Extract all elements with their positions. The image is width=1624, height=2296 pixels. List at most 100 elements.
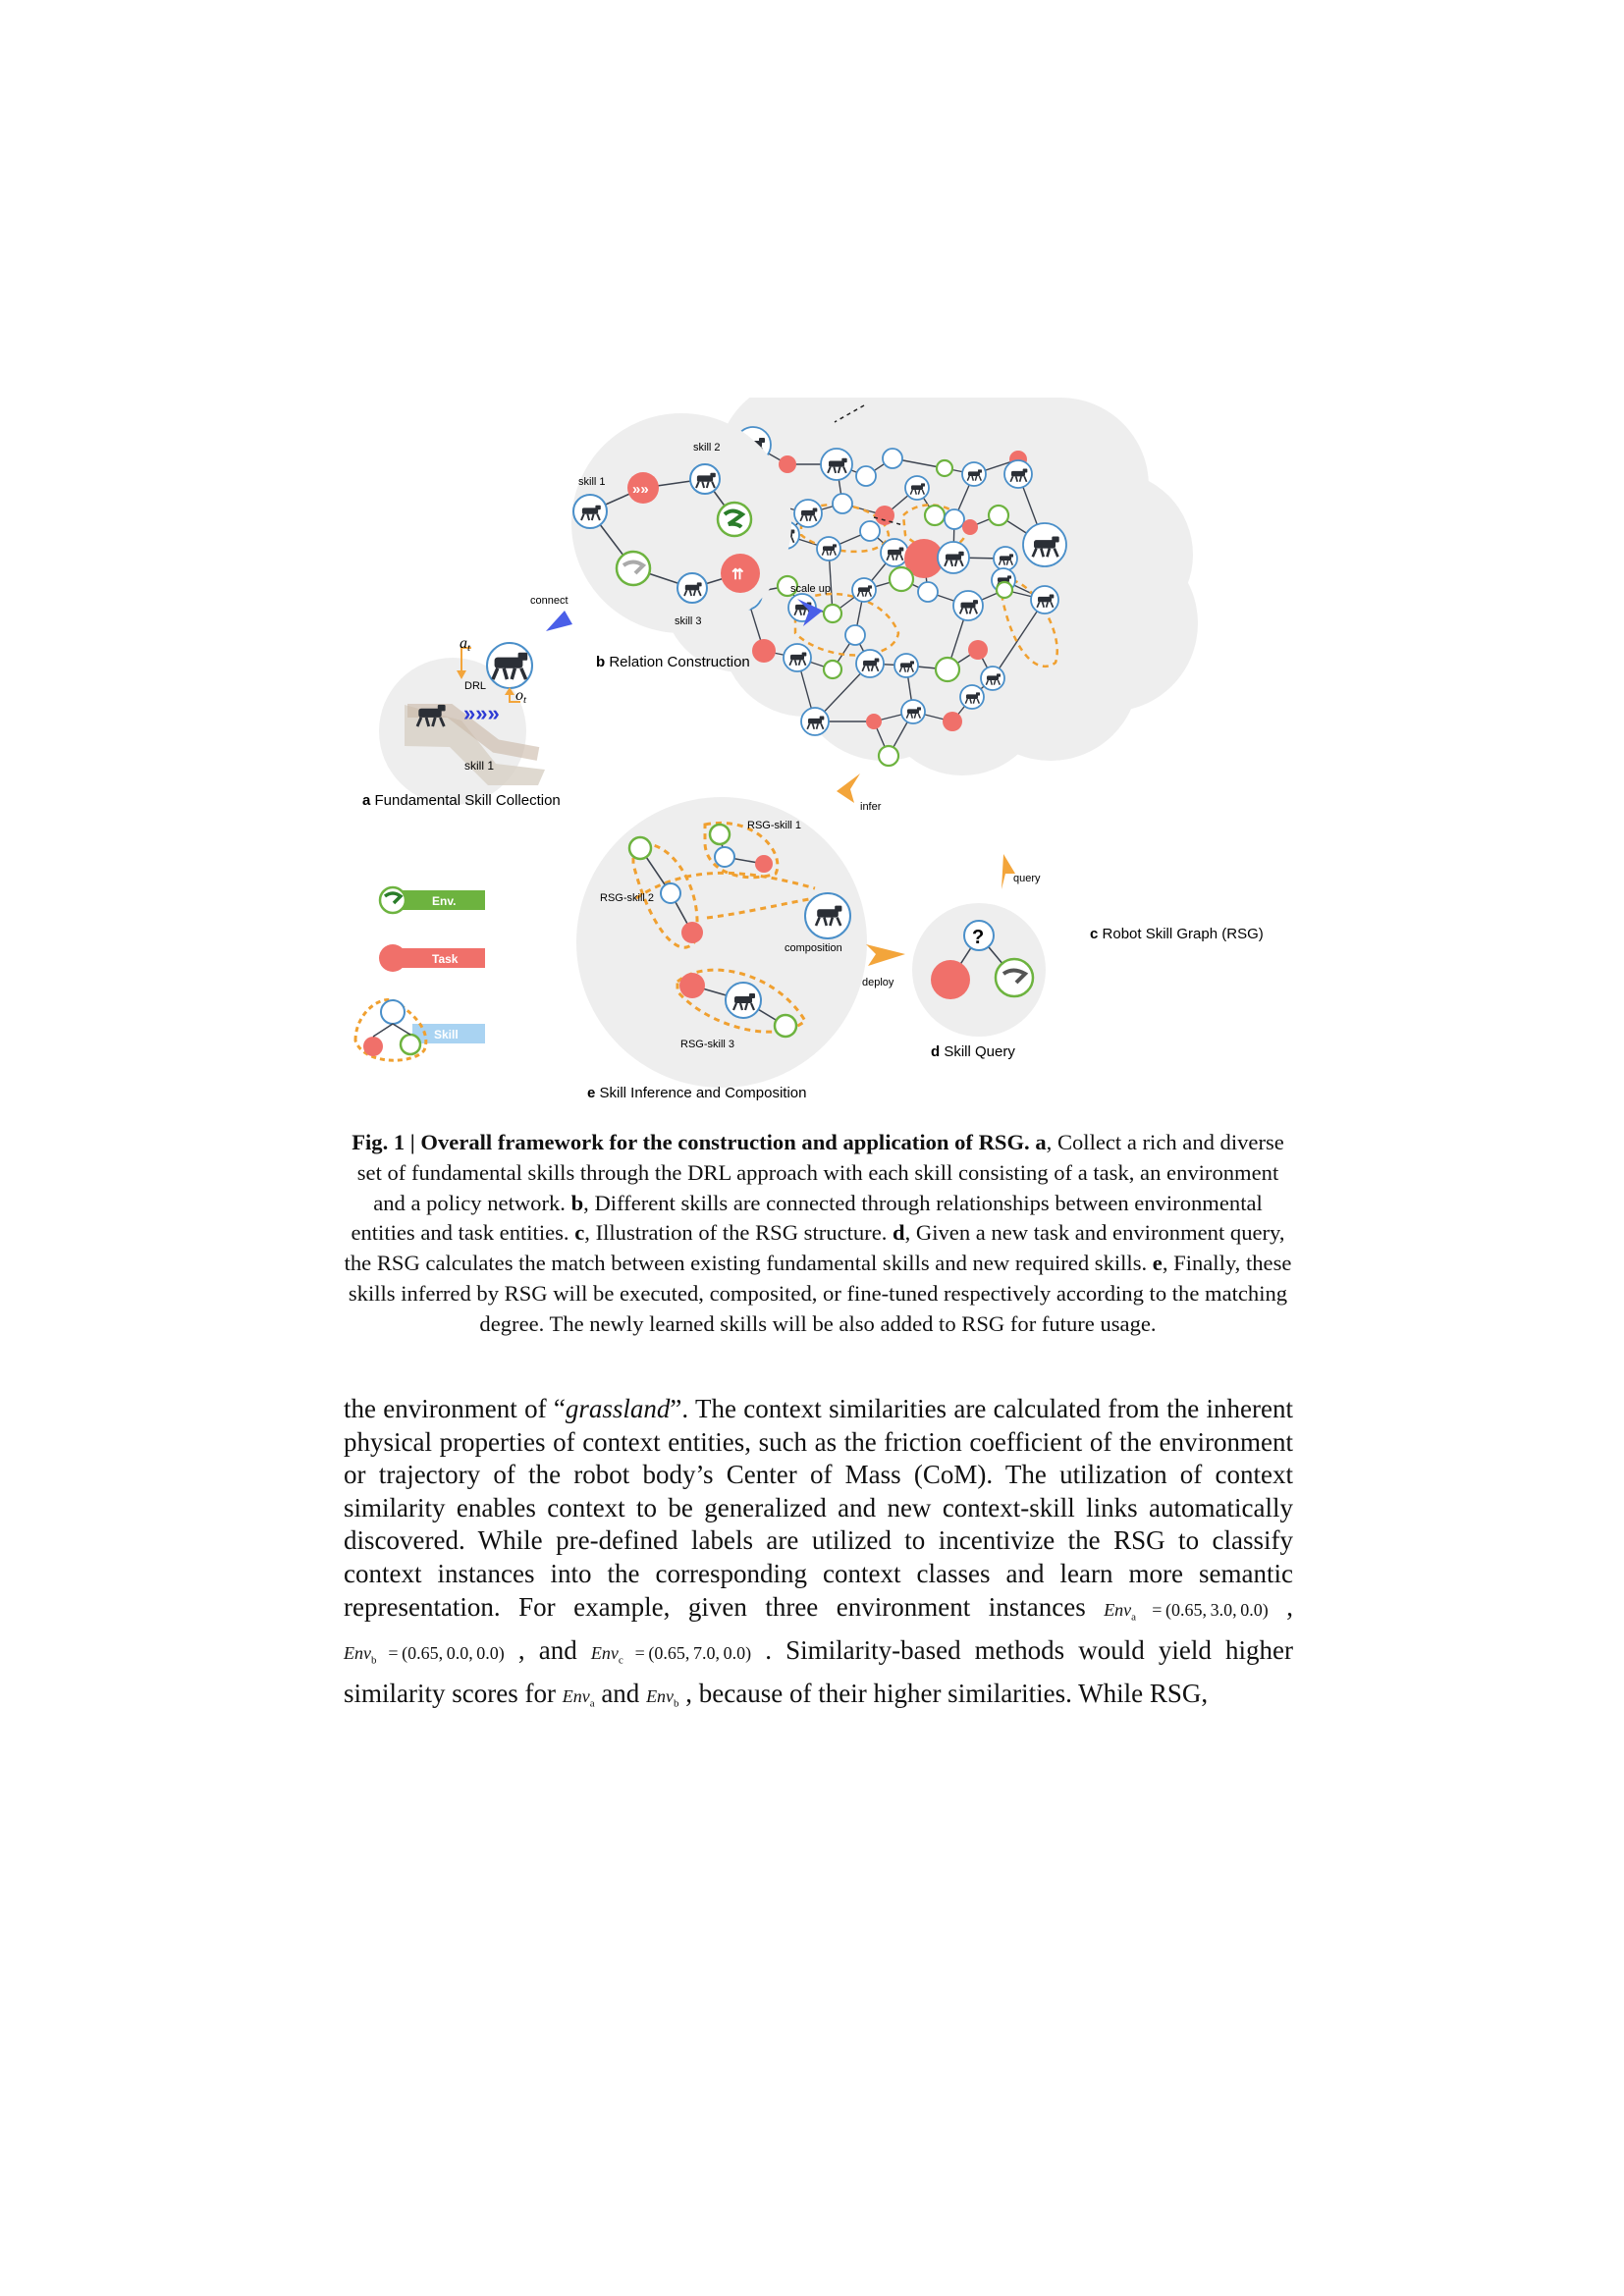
- env-node: [987, 504, 1010, 527]
- legend: Env. Task Skill: [353, 885, 485, 1062]
- skill-node: [844, 624, 866, 646]
- env-node: [776, 574, 799, 598]
- env-node: [615, 550, 652, 587]
- drl-label: DRL: [464, 680, 486, 692]
- body-paragraph: the environment of “grassland”. The cont…: [344, 1393, 1293, 1721]
- env-node: [995, 580, 1014, 600]
- infer-arrow: [837, 774, 860, 803]
- skill-node: [944, 508, 965, 530]
- caption-tag-c: c: [574, 1220, 585, 1246]
- figure-caption: Fig. 1 | Overall framework for the const…: [344, 1128, 1292, 1340]
- env-node: [627, 835, 653, 861]
- skill-cluster-outline: [793, 592, 900, 657]
- graph-extension-line: [873, 516, 904, 526]
- action-label: at: [460, 635, 471, 654]
- rsg-skill2-label: RSG-skill 2: [600, 892, 654, 904]
- body-text-4: , and: [504, 1634, 591, 1665]
- task-node: [752, 639, 776, 663]
- panel-c-caption: c Robot Skill Graph (RSG): [1090, 926, 1264, 942]
- task-node: [904, 539, 944, 578]
- deploy-arrow: [866, 944, 905, 966]
- query-arrow: [1001, 854, 1015, 889]
- env-node: [934, 656, 961, 683]
- caption-label: Fig. 1 | Overall framework for the const…: [352, 1130, 1030, 1154]
- panel-d-circle: [912, 903, 1046, 1037]
- skill-node: [660, 882, 681, 904]
- env-node: [822, 659, 843, 680]
- svg-text:»»: »»: [632, 481, 649, 498]
- skill-node: [714, 846, 735, 868]
- caption-text-d: , Given a new task and environment query…: [344, 1220, 1285, 1276]
- body-text-1: the environment of “: [344, 1394, 566, 1423]
- caption-text-a: , Collect a rich and diverse set of fund…: [356, 1130, 1284, 1215]
- task-node: [721, 554, 760, 593]
- task-node: [943, 712, 962, 731]
- skill-node: [882, 448, 903, 469]
- skill-node: [859, 520, 881, 542]
- task-node: [962, 519, 978, 535]
- body-text-2: ”. The context similarities are calculat…: [344, 1394, 1293, 1622]
- env-a-expression: Enva = (0.65, 3.0, 0.0): [1104, 1599, 1269, 1624]
- panel-d: ? d Skill Query: [912, 903, 1046, 1060]
- env-node: [888, 565, 915, 593]
- caption-text-b: , Different skills are connected through…: [351, 1190, 1263, 1246]
- legend-skill-bar: [412, 1024, 485, 1043]
- skill-cluster-outline: [1000, 577, 1058, 668]
- svg-text:⇈: ⇈: [731, 566, 744, 583]
- caption-tag-b: b: [570, 1190, 584, 1215]
- drl-progress-chevrons: »»»: [463, 701, 500, 725]
- legend-env-label: Env.: [432, 894, 456, 908]
- caption-text-e: , Finally, these skills inferred by RSG …: [348, 1251, 1292, 1336]
- task-node: [627, 472, 659, 504]
- body-emphasis-grassland: grassland: [565, 1394, 671, 1423]
- framework-figure: »»» at ot DRL skill 1 a Fundamental Skil…: [353, 398, 1264, 1101]
- task-node: [755, 855, 773, 873]
- legend-task-label: Task: [432, 952, 459, 966]
- body-text-5: . Similarity-based methods would yield h…: [344, 1634, 1293, 1708]
- observation-label: ot: [515, 687, 527, 706]
- scale-up-label: scale up: [790, 583, 831, 595]
- infer-label: infer: [860, 801, 882, 813]
- skill-node: [917, 581, 939, 603]
- legend-skill-label: Skill: [434, 1028, 459, 1041]
- task-node: [779, 455, 796, 473]
- legend-task-bar: [401, 948, 485, 968]
- body-text-6: and: [594, 1678, 647, 1708]
- graph-extension-line: [834, 404, 865, 423]
- task-node: [968, 640, 988, 660]
- env-b-expression: Envb = (0.65, 0.0, 0.0): [344, 1642, 505, 1667]
- deploy-label: deploy: [862, 977, 894, 988]
- legend-env-bar: [401, 890, 485, 910]
- task-node: [681, 922, 703, 943]
- panel-a-skill-label: skill 1: [464, 759, 494, 773]
- legend-skill-icon: [380, 999, 406, 1025]
- skill-node: [855, 465, 877, 487]
- task-node: [931, 960, 970, 999]
- flow-arrows: connect scale up infer query deploy: [530, 583, 1041, 988]
- env-c-expression: Envc = (0.65, 7.0, 0.0): [590, 1642, 752, 1667]
- task-node: [875, 506, 894, 525]
- panel-d-caption: d Skill Query: [931, 1043, 1015, 1060]
- env-b-symbol: Envb: [646, 1685, 679, 1710]
- panel-e: RSG-skill 1 RSG-skill 2 RSG-skill 3 comp…: [576, 797, 867, 1101]
- panel-e-circle: [576, 797, 867, 1088]
- query-node: [963, 920, 995, 951]
- panel-a: »»» at ot DRL skill 1 a Fundamental Skil…: [362, 635, 561, 809]
- env-node: [935, 458, 954, 478]
- env-a-symbol: Enva: [562, 1685, 595, 1710]
- env-node: [773, 1013, 798, 1039]
- scale-up-arrow: [797, 599, 823, 626]
- env-node: [994, 957, 1035, 998]
- skill2-label: skill 2: [693, 442, 721, 454]
- task-node: [866, 714, 882, 729]
- caption-tag-e: e: [1152, 1251, 1163, 1276]
- caption-tag-a: a: [1035, 1130, 1047, 1154]
- panel-b: »» ⇈ skill 1 skill 2 skill 3 b Relation …: [571, 413, 791, 670]
- panel-b-caption: b Relation Construction: [596, 654, 750, 670]
- composition-label: composition: [785, 942, 842, 954]
- panel-e-caption: e Skill Inference and Composition: [587, 1085, 806, 1101]
- figure-1: »»» at ot DRL skill 1 a Fundamental Skil…: [334, 398, 1326, 1114]
- rsg-skill1-label: RSG-skill 1: [747, 820, 801, 831]
- connect-arrow: [546, 611, 572, 631]
- env-node: [822, 603, 843, 624]
